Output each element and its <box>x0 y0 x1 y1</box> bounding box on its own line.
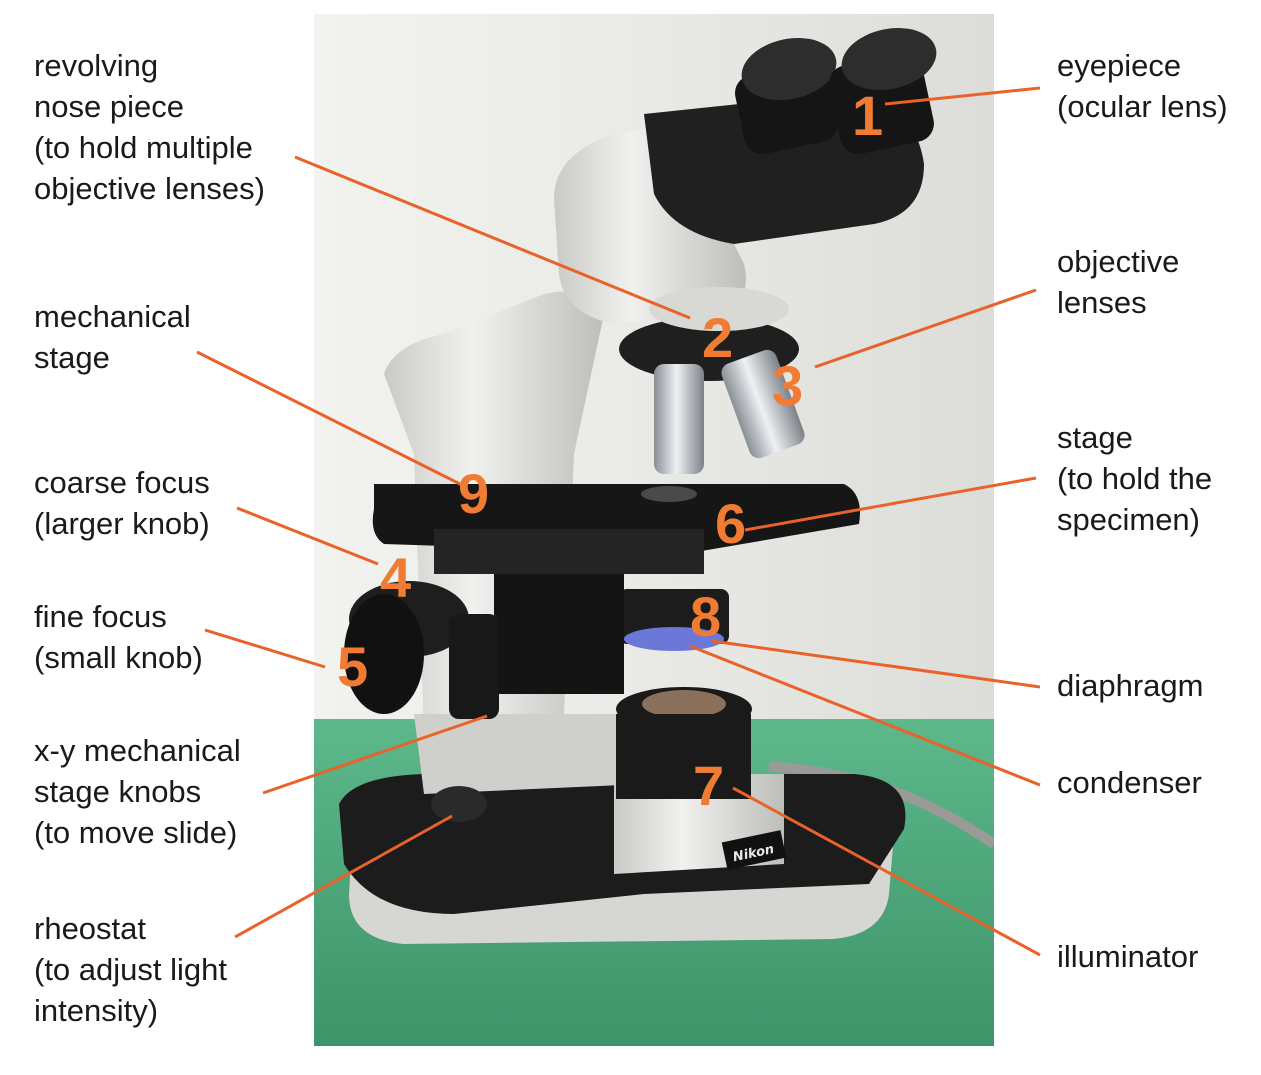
leader-line-fine-focus <box>204 628 326 669</box>
number-2: 2 <box>702 306 733 369</box>
label-stage: stage (to hold the specimen) <box>1057 420 1213 537</box>
label-revolving-nose-piece: revolving nose piece (to hold multiple o… <box>34 48 265 206</box>
label-objective-lenses: objective lenses <box>1057 244 1180 320</box>
leader-lines <box>196 86 1041 957</box>
objective-2 <box>721 349 805 459</box>
leader-line-eyepiece <box>884 86 1041 106</box>
label-mechanical-stage: mechanical stage <box>34 299 191 375</box>
leader-line-objectives <box>814 288 1037 369</box>
number-1: 1 <box>852 84 883 147</box>
nikon-badge <box>721 830 787 870</box>
leader-line-nosepiece <box>294 155 691 320</box>
number-6: 6 <box>715 492 746 555</box>
number-8: 8 <box>690 585 721 648</box>
label-diaphragm: diaphragm <box>1057 668 1204 703</box>
part-numbers: 1 2 3 4 5 6 7 8 9 <box>337 84 883 817</box>
leader-line-coarse-focus <box>236 506 379 566</box>
leader-line-illuminator <box>732 786 1041 957</box>
label-xy-mechanical-stage-knobs: x-y mechanical stage knobs (to move slid… <box>34 733 241 850</box>
number-3: 3 <box>772 354 803 417</box>
rheostat-dial <box>431 786 487 822</box>
number-7: 7 <box>693 754 724 817</box>
fine-knob <box>344 594 424 714</box>
leader-line-mechanical-stage <box>196 350 463 487</box>
label-coarse-focus: coarse focus (larger knob) <box>34 465 210 541</box>
label-illuminator: illuminator <box>1057 939 1199 974</box>
leader-line-xy-knobs <box>262 714 488 795</box>
label-condenser: condenser <box>1057 765 1202 800</box>
label-rheostat: rheostat (to adjust light intensity) <box>34 911 227 1028</box>
label-fine-focus: fine focus (small knob) <box>34 599 203 675</box>
diaphragm-ring <box>624 627 724 651</box>
xy-knobs <box>449 614 499 719</box>
leader-line-stage <box>744 476 1037 532</box>
label-eyepiece: eyepiece (ocular lens) <box>1057 48 1228 124</box>
leader-line-rheostat <box>234 814 453 939</box>
microscope-photo: Nikon <box>314 14 994 1046</box>
number-4: 4 <box>380 546 411 609</box>
number-5: 5 <box>337 635 368 698</box>
objective-1 <box>654 364 704 474</box>
number-9: 9 <box>458 462 489 525</box>
leader-line-diaphragm <box>711 639 1041 689</box>
leader-line-condenser <box>689 644 1041 787</box>
